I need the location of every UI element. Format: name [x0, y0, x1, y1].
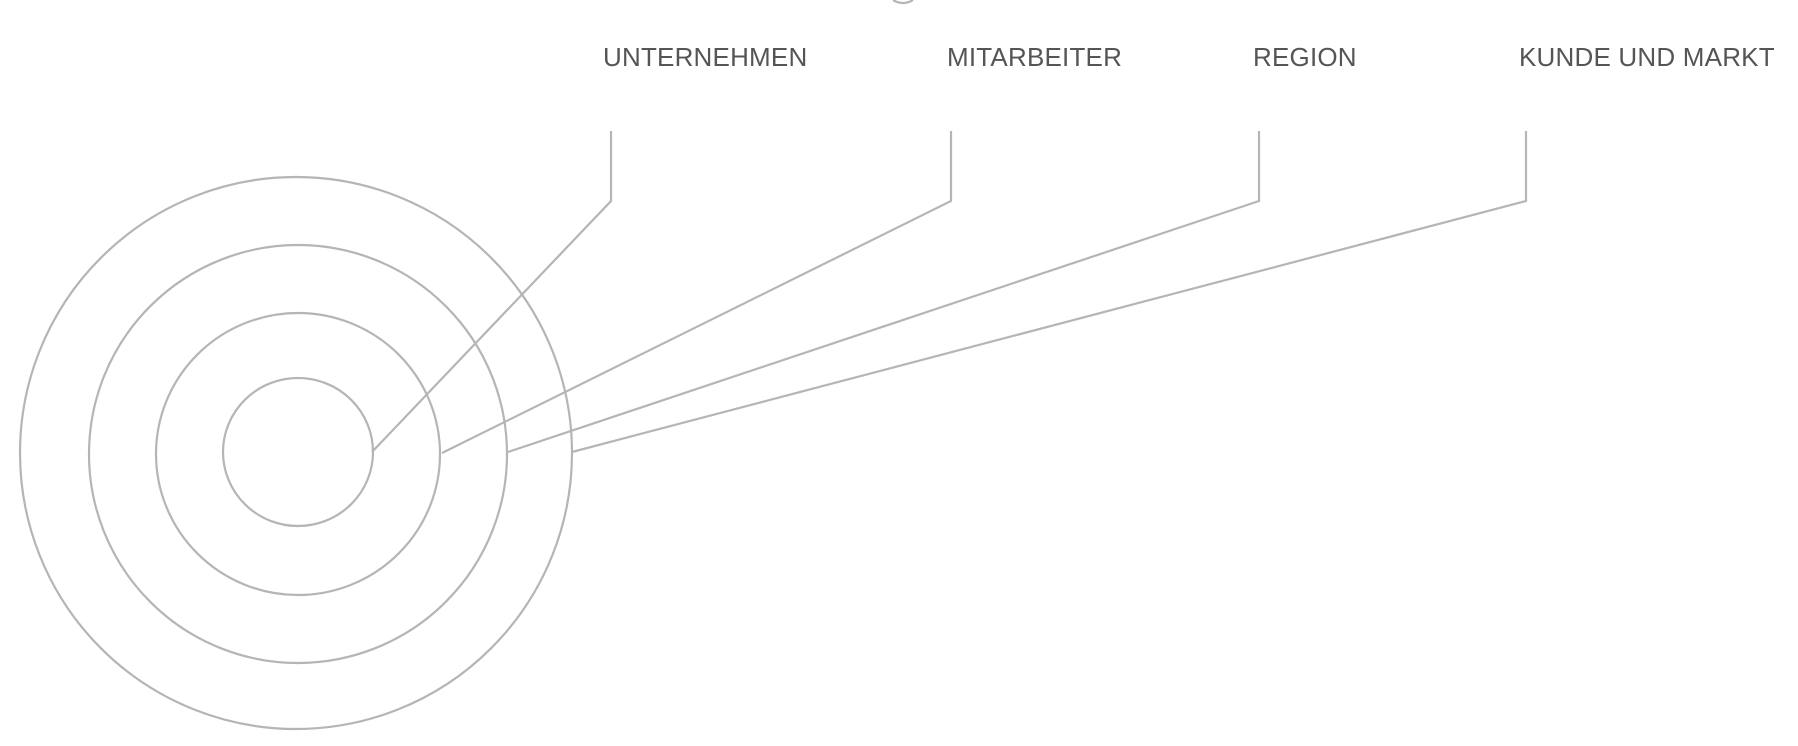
- ring-second: [154, 311, 442, 597]
- leader-line-kunde-und-markt: [571, 131, 1528, 454]
- label-kunde-und-markt: KUNDE UND MARKT: [1519, 42, 1775, 72]
- ring-inner: [221, 376, 375, 528]
- label-mitarbeiter: MITARBEITER: [947, 42, 1123, 72]
- top-partial-arc: [892, 0, 914, 5]
- ring-outer: [18, 175, 574, 731]
- leader-line-region: [507, 131, 1261, 454]
- leader-line-mitarbeiter: [441, 131, 953, 454]
- label-unternehmen: UNTERNEHMEN: [603, 42, 808, 72]
- ring-third: [87, 243, 509, 665]
- leader-line-unternehmen: [371, 131, 613, 453]
- label-region: REGION: [1253, 42, 1357, 72]
